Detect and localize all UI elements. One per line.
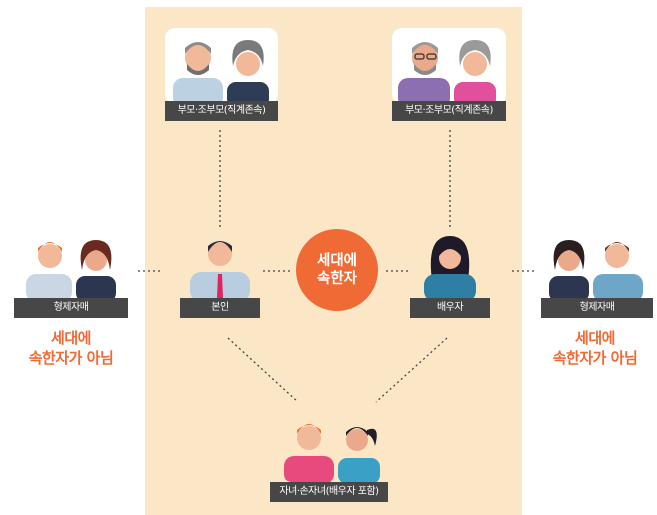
not-household-right-line1: 세대에 xyxy=(575,329,615,347)
siblings-left-label: 형제자매 xyxy=(14,298,128,318)
spouse-illustration xyxy=(424,236,476,300)
self-label: 본인 xyxy=(180,298,260,318)
not-household-right-note: 세대에 속한자가 아님 xyxy=(534,328,656,368)
line-self-to-children xyxy=(227,337,299,403)
spouse-label: 배우자 xyxy=(410,298,490,318)
parents-right-label: 부모·조부모(직계존속) xyxy=(392,101,506,121)
self-card xyxy=(180,232,260,300)
center-line1: 세대에 xyxy=(316,253,358,269)
self-illustration xyxy=(190,241,250,300)
center-line2: 속한자 xyxy=(316,271,358,287)
not-household-left-line2: 속한자가 아님 xyxy=(28,349,114,367)
children-card xyxy=(282,412,388,482)
parents-left-label: 부모·조부모(직계존속) xyxy=(165,101,278,121)
not-household-right-line2: 속한자가 아님 xyxy=(552,349,638,367)
siblings-right-card xyxy=(541,230,653,300)
siblings-left-illustration xyxy=(26,240,116,300)
children-label: 자녀·손자녀(배우자 포함) xyxy=(270,482,388,502)
household-member-badge: 세대에 속한자 xyxy=(296,229,378,311)
not-household-left-note: 세대에 속한자가 아님 xyxy=(10,328,132,368)
parents-right-card xyxy=(392,28,506,104)
not-household-left-line1: 세대에 xyxy=(51,329,91,347)
line-spouse-to-children xyxy=(375,337,448,403)
parents-right-illustration xyxy=(398,40,496,104)
siblings-left-card xyxy=(14,230,128,300)
siblings-right-illustration xyxy=(549,240,643,300)
children-illustration xyxy=(284,424,380,482)
spouse-card xyxy=(410,232,490,300)
parents-left-card xyxy=(165,28,278,104)
siblings-right-label: 형제자매 xyxy=(541,298,653,318)
parents-left-illustration xyxy=(173,40,269,104)
